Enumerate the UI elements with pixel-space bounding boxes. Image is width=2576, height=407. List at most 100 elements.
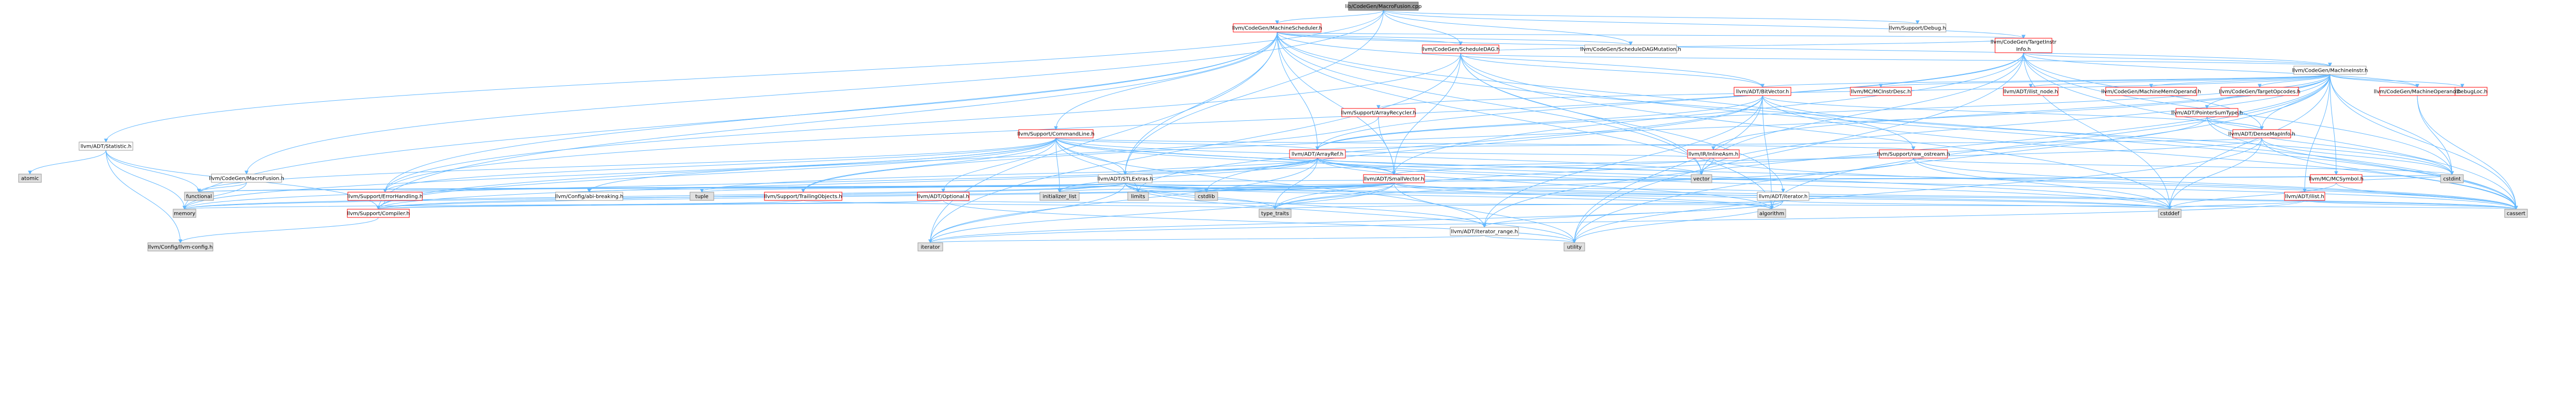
node-label: llvm/Config/abi-breaking.h bbox=[555, 194, 623, 200]
node-smallvector[interactable]: llvm/ADT/SmallVector.h bbox=[1363, 174, 1425, 183]
edge-ilisth-to-iterator bbox=[930, 200, 2305, 243]
node-label: llvm/Support/TrailingObjects.h bbox=[764, 194, 842, 200]
edge-tii-to-smallvector bbox=[1393, 52, 2024, 175]
node-algorithm[interactable]: algorithm bbox=[1757, 209, 1786, 218]
node-utility[interactable]: utility bbox=[1563, 242, 1585, 252]
edge-machinstr-to-ilisth bbox=[2304, 74, 2330, 193]
node-bitvector[interactable]: llvm/ADT/BitVector.h bbox=[1734, 87, 1791, 96]
node-iteratorh[interactable]: llvm/ADT/iterator.h bbox=[1757, 192, 1810, 201]
node-ptrsumtype[interactable]: llvm/ADT/PointerSumType.h bbox=[2171, 108, 2243, 117]
node-iterator[interactable]: iterator bbox=[917, 242, 943, 252]
edge-arrowhead bbox=[376, 206, 380, 210]
edge-arrowhead bbox=[1376, 105, 1381, 109]
node-label: limits bbox=[1131, 194, 1145, 200]
node-box bbox=[1889, 23, 1946, 33]
edge-machinstr-to-ilistnode bbox=[2030, 74, 2330, 88]
node-mcinstrdesc[interactable]: llvm/MC/MCInstrDesc.h bbox=[1850, 87, 1912, 96]
edge-tii-to-utility bbox=[1574, 52, 2024, 243]
node-trailingobjects[interactable]: llvm/Support/TrailingObjects.h bbox=[764, 192, 842, 201]
node-arrayrecycler[interactable]: llvm/Support/ArrayRecycler.h bbox=[1341, 108, 1416, 117]
edge-stlextras-to-algorithm bbox=[1125, 182, 1772, 210]
node-label: llvm/MC/MCInstrDesc.h bbox=[1851, 89, 1911, 95]
node-ilistnode[interactable]: llvm/ADT/ilist_node.h bbox=[2003, 87, 2059, 96]
edge-smallvector-to-compiler bbox=[378, 182, 1394, 210]
node-machoperand[interactable]: llvm/CodeGen/MachineOperand.h bbox=[2374, 87, 2461, 96]
node-box bbox=[1995, 38, 2052, 53]
node-label: tuple bbox=[695, 194, 709, 200]
edge-machsched-to-errorhandling bbox=[385, 32, 1278, 193]
node-cassert[interactable]: cassert bbox=[2504, 209, 2528, 218]
node-typetraits[interactable]: type_traits bbox=[1259, 209, 1292, 218]
edge-root-to-stlextras bbox=[1125, 10, 1384, 175]
edge-machsched-to-scheddag bbox=[1277, 32, 1461, 45]
node-densemapinfo[interactable]: llvm/ADT/DenseMapInfo.h bbox=[2228, 129, 2295, 138]
node-box bbox=[2175, 108, 2238, 117]
node-label: llvm/Support/raw_ostream.h bbox=[1877, 152, 1950, 158]
node-compiler[interactable]: llvm/Support/Compiler.h bbox=[347, 209, 410, 218]
edge-machsched-to-schedmut bbox=[1277, 32, 1631, 45]
node-box bbox=[184, 192, 214, 201]
node-optional[interactable]: llvm/ADT/Optional.h bbox=[917, 192, 970, 201]
edge-bitvector-to-cstdint bbox=[1762, 95, 2452, 175]
node-cgmacrofusion[interactable]: llvm/CodeGen/MacroFusion.h bbox=[209, 174, 284, 183]
node-limits[interactable]: limits bbox=[1127, 192, 1149, 201]
edge-arrowhead bbox=[1781, 189, 1785, 193]
edge-densemapinfo-to-arrayref bbox=[1317, 137, 2262, 150]
edge-commandline-to-arrayref bbox=[1055, 137, 1318, 150]
node-statistic[interactable]: llvm/ADT/Statistic.h bbox=[79, 142, 133, 151]
node-machmemop[interactable]: llvm/CodeGen/MachineMemOperand.h bbox=[2102, 87, 2201, 96]
node-llvmconfig[interactable]: llvm/Config/llvm-config.h bbox=[147, 242, 213, 252]
node-box bbox=[1259, 209, 1292, 218]
node-machinstr[interactable]: llvm/CodeGen/MachineInstr.h bbox=[2292, 66, 2368, 75]
edge-machsched-to-commandline bbox=[1055, 32, 1278, 130]
node-box bbox=[1289, 149, 1346, 159]
node-debug[interactable]: llvm/Support/Debug.h bbox=[1889, 23, 1946, 33]
node-memory[interactable]: memory bbox=[173, 209, 196, 218]
node-box bbox=[1127, 192, 1149, 201]
node-cstddef[interactable]: cstddef bbox=[2158, 209, 2182, 218]
edge-machinstr-to-mcsymbol bbox=[2329, 74, 2337, 175]
node-cstdlib[interactable]: cstdlib bbox=[1194, 192, 1218, 201]
node-rawostream[interactable]: llvm/Support/raw_ostream.h bbox=[1877, 149, 1950, 159]
node-machsched[interactable]: llvm/CodeGen/MachineScheduler.h bbox=[1232, 23, 1322, 33]
edge-bitvector-to-utility bbox=[1574, 95, 1763, 243]
node-scheddag[interactable]: llvm/CodeGen/ScheduleDAG.h bbox=[1421, 44, 1500, 54]
node-commandline[interactable]: llvm/Support/CommandLine.h bbox=[1017, 129, 1095, 138]
node-iterrange[interactable]: llvm/ADT/iterator_range.h bbox=[1450, 227, 1519, 236]
node-errorhandling[interactable]: llvm/Support/ErrorHandling.h bbox=[347, 192, 423, 201]
node-label: llvm/CodeGen/ScheduleDAGMutation.h bbox=[1580, 47, 1681, 53]
edge-machsched-to-iterator bbox=[930, 32, 1278, 243]
node-label: llvm/CodeGen/TargetOpcodes.h bbox=[2219, 89, 2301, 95]
edge-statistic-to-atomic bbox=[29, 150, 106, 175]
edge-arrowhead bbox=[104, 138, 108, 143]
node-label: memory bbox=[174, 211, 195, 217]
edge-arrowhead bbox=[1629, 41, 1633, 46]
node-inlineasm[interactable]: llvm/IR/InlineAsm.h bbox=[1687, 149, 1740, 159]
node-schedmut[interactable]: llvm/CodeGen/ScheduleDAGMutation.h bbox=[1580, 44, 1681, 54]
node-targetopcodes[interactable]: llvm/CodeGen/TargetOpcodes.h bbox=[2219, 87, 2301, 96]
edge-arrowhead bbox=[244, 170, 249, 175]
node-atomic[interactable]: atomic bbox=[18, 174, 42, 183]
edge-arrowhead bbox=[1136, 189, 1140, 193]
node-box bbox=[1039, 192, 1080, 201]
edge-arrowhead bbox=[2450, 171, 2454, 176]
node-label: atomic bbox=[21, 176, 39, 182]
edge-iteratorh-to-utility bbox=[1574, 200, 1784, 243]
node-initlist[interactable]: initializer_list bbox=[1039, 192, 1080, 201]
node-cfgabi[interactable]: llvm/Config/abi-breaking.h bbox=[555, 192, 623, 201]
node-box bbox=[1687, 149, 1740, 159]
node-ilisth[interactable]: llvm/ADT/ilist.h bbox=[2284, 192, 2325, 201]
node-tuple[interactable]: tuple bbox=[689, 192, 714, 201]
edge-arrayref-to-iterator bbox=[930, 158, 1318, 243]
edge-ptrsumtype-to-cassert bbox=[2206, 116, 2517, 210]
node-vector[interactable]: vector bbox=[1691, 174, 1712, 183]
node-label: iterator bbox=[921, 245, 940, 251]
edge-arrowhead bbox=[1392, 171, 1396, 176]
node-stlextras[interactable]: llvm/ADT/STLExtras.h bbox=[1097, 174, 1153, 183]
node-arrayref[interactable]: llvm/ADT/ArrayRef.h bbox=[1289, 149, 1346, 159]
node-functional[interactable]: functional bbox=[184, 192, 214, 201]
node-cstdint[interactable]: cstdint bbox=[2440, 174, 2464, 183]
edge-scheddag-to-machinstr bbox=[1460, 53, 2330, 67]
node-mcsymbol[interactable]: llvm/MC/MCSymbol.h bbox=[2309, 174, 2364, 183]
